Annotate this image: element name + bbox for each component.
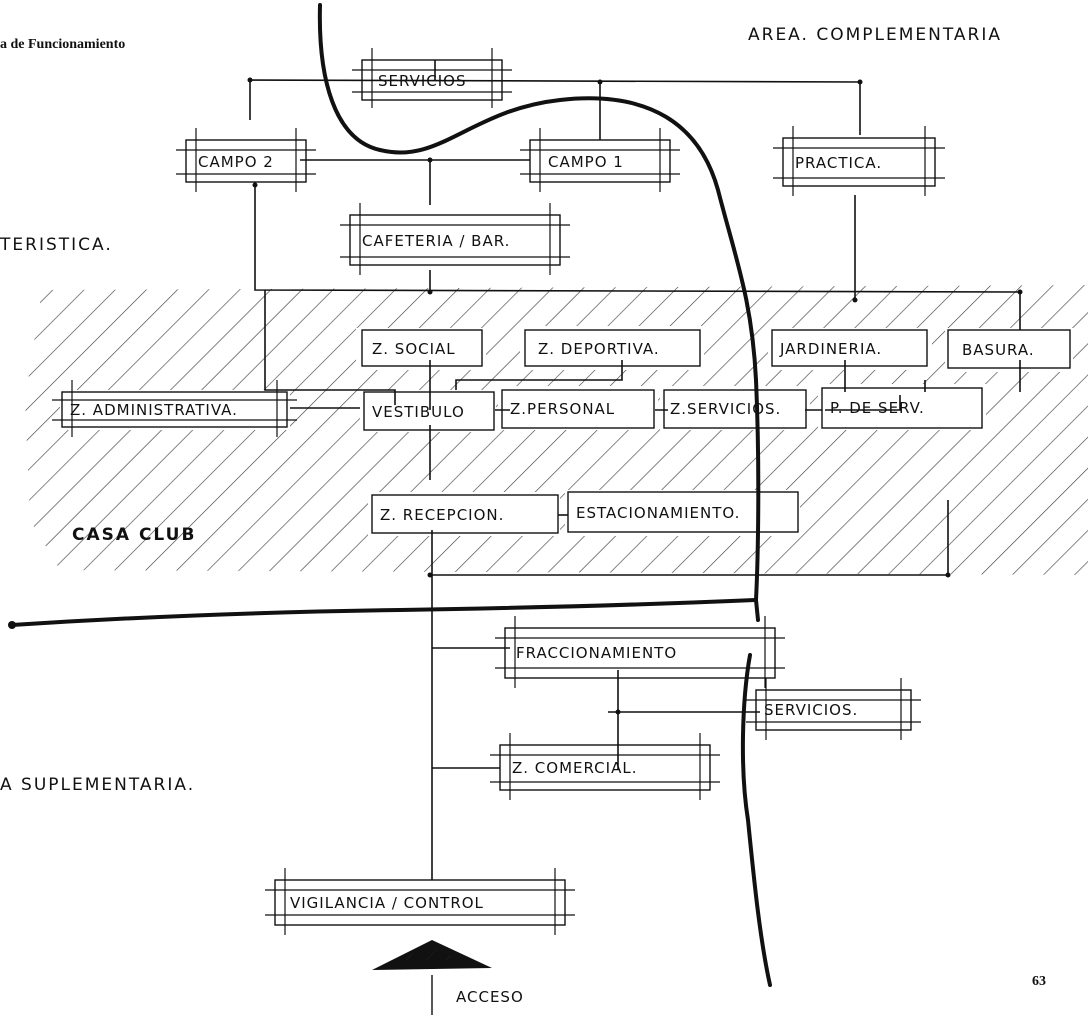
area-complementaria-label: AREA. COMPLEMENTARIA: [748, 25, 1002, 45]
node-z-comercial: Z. COMERCIAL.: [512, 759, 637, 777]
page-title: a de Funcionamiento: [0, 37, 125, 52]
caracteristica-label: TERISTICA.: [0, 235, 113, 255]
sketch-ticks: [52, 48, 945, 935]
junction-dots: [247, 77, 1023, 715]
node-campo-1: CAMPO 1: [548, 153, 624, 171]
node-vigilancia-control: VIGILANCIA / CONTROL: [290, 894, 484, 912]
node-z-administrativa: Z. ADMINISTRATIVA.: [70, 401, 238, 419]
node-p-de-serv: P. DE SERV.: [830, 399, 925, 417]
suplementaria-label: A SUPLEMENTARIA.: [0, 775, 195, 795]
casa-club-zone: [25, 285, 1088, 575]
node-basura: BASURA.: [962, 341, 1035, 359]
node-campo-2: CAMPO 2: [198, 153, 274, 171]
access-marker: [372, 940, 492, 1015]
node-estacionamiento: ESTACIONAMIENTO.: [576, 504, 740, 522]
node-z-deportiva: Z. DEPORTIVA.: [538, 340, 660, 358]
node-servicios-top: SERVICIOS: [378, 72, 467, 90]
node-cafeteria-bar: CAFETERIA / BAR.: [362, 232, 510, 250]
node-practica: PRACTICA.: [795, 154, 882, 172]
node-fraccionamiento: FRACCIONAMIENTO: [516, 644, 677, 662]
node-z-recepcion: Z. RECEPCION.: [380, 506, 504, 524]
node-z-social: Z. SOCIAL: [372, 340, 456, 358]
node-jardineria: JARDINERIA.: [779, 340, 882, 358]
node-z-servicios: Z.SERVICIOS.: [670, 400, 781, 418]
connector-lines: [249, 60, 1021, 880]
node-servicios-bottom: SERVICIOS.: [764, 701, 858, 719]
node-vestibulo: VESTIBULO: [372, 403, 465, 421]
casa-club-label: CASA CLUB: [72, 525, 196, 545]
node-z-personal: Z.PERSONAL: [510, 400, 615, 418]
page-number: 63: [1032, 974, 1046, 989]
node-boxes: [61, 59, 1071, 926]
boundary-lines: [8, 3, 772, 987]
acceso-label: ACCESO: [456, 988, 524, 1006]
